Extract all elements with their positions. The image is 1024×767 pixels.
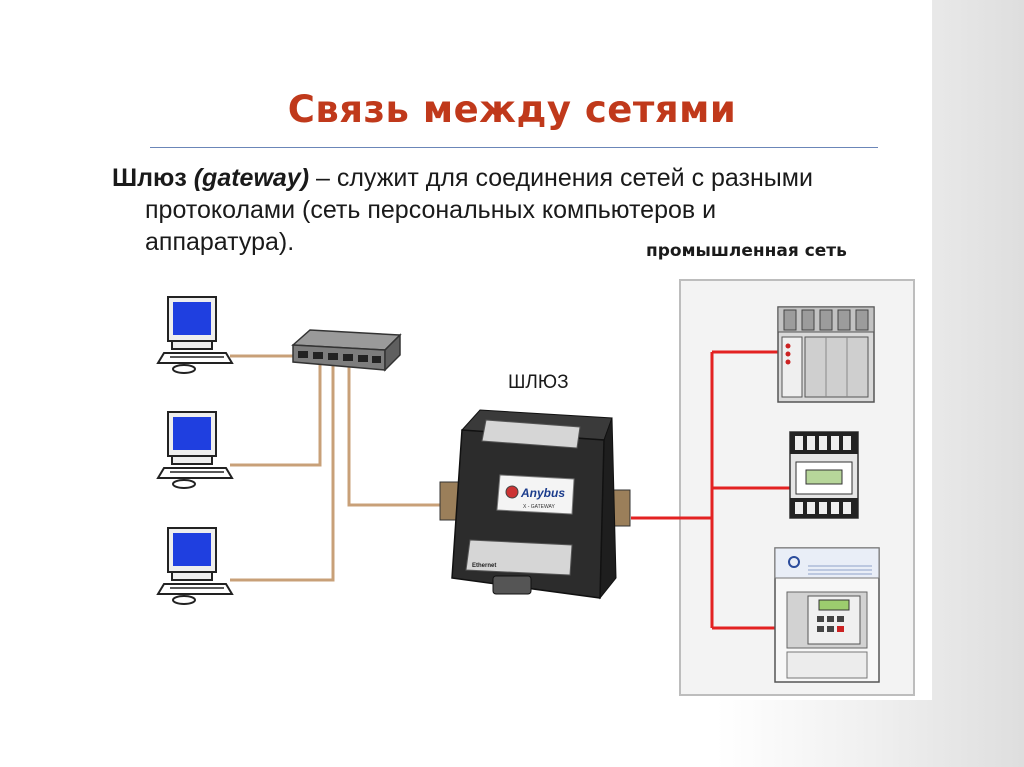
computer-2 [157,411,233,489]
slide-title: Связь между сетями [287,88,737,131]
definition-line-2: протоколами (сеть персональных компьютер… [145,196,717,224]
link-pc2-switch [230,362,322,467]
definition-paragraph: Шлюз (gateway) – служит для соединения с… [112,162,932,258]
industrial-network-label: промышленная сеть [646,241,847,261]
office-links [230,354,440,582]
computer-3 [157,527,233,605]
definition-line-1: – служит для соединения сетей с разными [309,164,813,192]
term-gateway: Шлюз [112,164,187,192]
link-switch-gateway [347,364,440,507]
computer-1 [157,296,233,374]
gateway-brand: Anybus [520,486,565,500]
gateway-label: ШЛЮЗ [508,372,569,393]
link-pc3-switch [230,362,335,582]
term-gateway-english: (gateway) [193,164,310,192]
gateway-subtitle: X - GATEWAY [523,504,556,510]
plc-rack [777,306,875,403]
industrial-links [631,350,790,630]
gateway-port-label: Ethernet [472,563,496,569]
control-module [789,431,859,519]
drive-panel [774,547,880,683]
title-divider [150,147,878,148]
gateway-device: Anybus X - GATEWAY Ethernet [439,409,631,600]
definition-line-3: аппаратура). [145,228,295,256]
network-switch [291,329,402,372]
